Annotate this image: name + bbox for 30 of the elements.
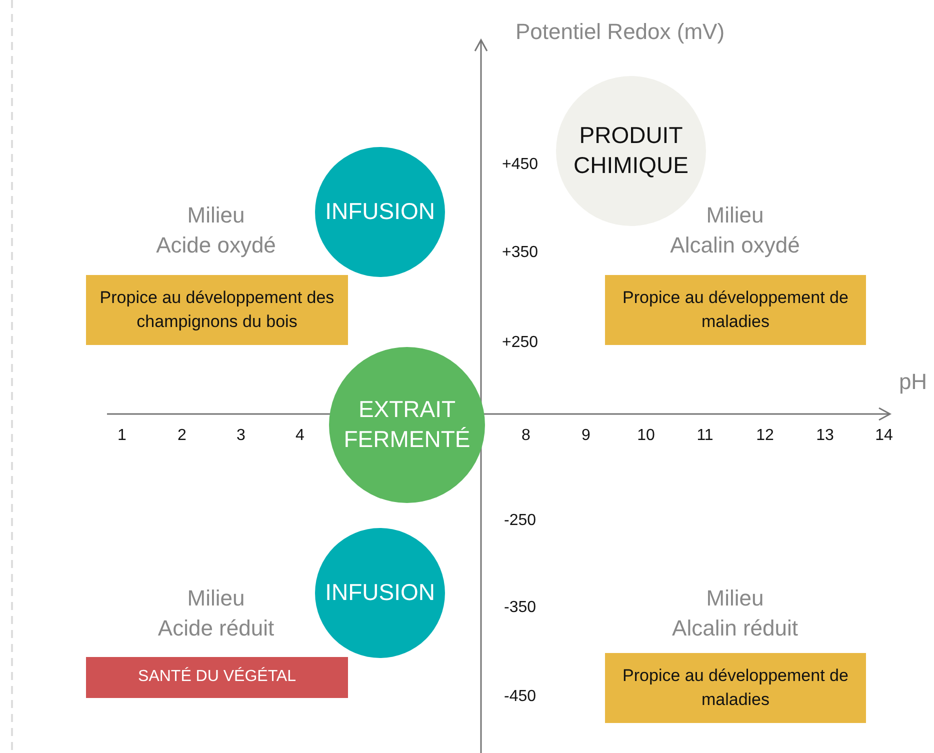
tick-label: 12 (756, 427, 774, 445)
tick-label: 8 (522, 427, 530, 445)
tick-label: -350 (504, 599, 536, 617)
tick-label: 3 (236, 427, 246, 445)
circle-node: INFUSION (315, 528, 445, 658)
tick-label: -450 (504, 688, 536, 706)
tick-label: 10 (637, 427, 655, 445)
zone-label: Milieu Acide oxydé (156, 201, 276, 260)
circle-node: PRODUIT CHIMIQUE (556, 76, 706, 226)
tick-label: 14 (875, 427, 893, 445)
tick-label: +450 (502, 156, 538, 174)
tick-label: 9 (582, 427, 590, 445)
tick-label: +350 (502, 244, 538, 262)
note-box: Propice au développement de maladies (605, 653, 866, 723)
tick-label: -250 (504, 512, 536, 530)
note-box: SANTÉ DU VÉGÉTAL (86, 657, 348, 698)
axis-title: pH (898, 369, 928, 395)
tick-label: 4 (296, 427, 304, 445)
note-box: Propice au développement de maladies (605, 275, 866, 345)
zone-label: Milieu Alcalin réduit (672, 584, 798, 642)
zone-label: Milieu Acide réduit (158, 584, 274, 642)
tick-label: +250 (502, 334, 538, 352)
tick-label: 13 (816, 427, 834, 445)
axis-title: Potentiel Redox (mV) (515, 19, 725, 45)
circle-node: INFUSION (315, 147, 445, 277)
tick-label: 11 (696, 427, 714, 445)
tick-label: 1 (118, 427, 126, 445)
circle-node: EXTRAIT FERMENTÉ (329, 347, 485, 503)
note-box: Propice au développement des champignons du bois (86, 275, 348, 345)
tick-label: 2 (178, 427, 186, 445)
